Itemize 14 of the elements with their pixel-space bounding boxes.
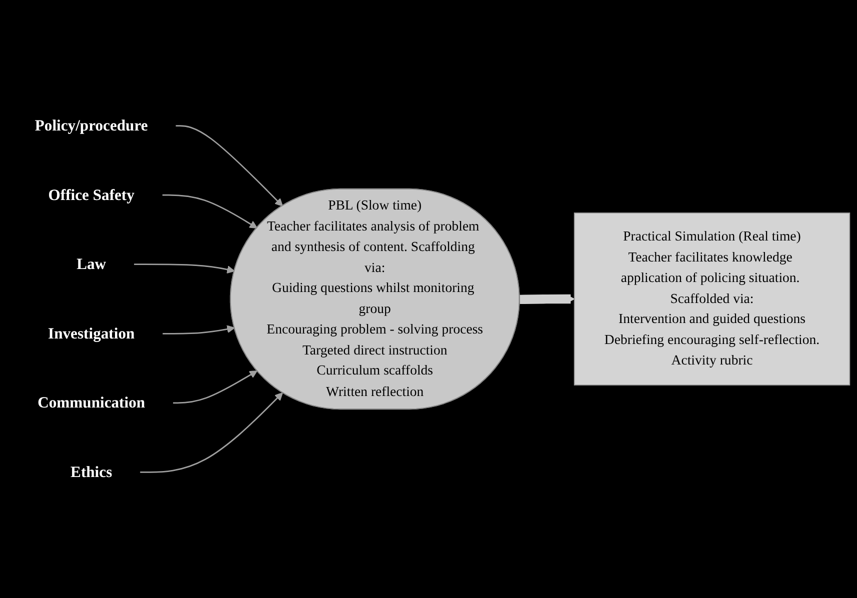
node-text: Policy/procedure [34,116,148,134]
arrow [140,392,283,473]
arrow [134,264,235,274]
node-text: Law [76,255,106,273]
node-box: Practical Simulation (Real time) Teacher facilitates knowledge application of policing situation. Scaffolded via: Intervention and guided questions Debriefing encouraging self-reflection. Activity rubric [574,212,850,386]
node-text: Ethics [70,463,112,481]
arrow [162,194,258,228]
node-text: Office Safety [48,186,134,204]
arrow [162,325,235,334]
arrow [172,370,258,404]
arrow [175,125,283,206]
node-text: Investigation [48,324,135,342]
node-text: Communication [38,394,146,412]
arrow [520,294,575,304]
